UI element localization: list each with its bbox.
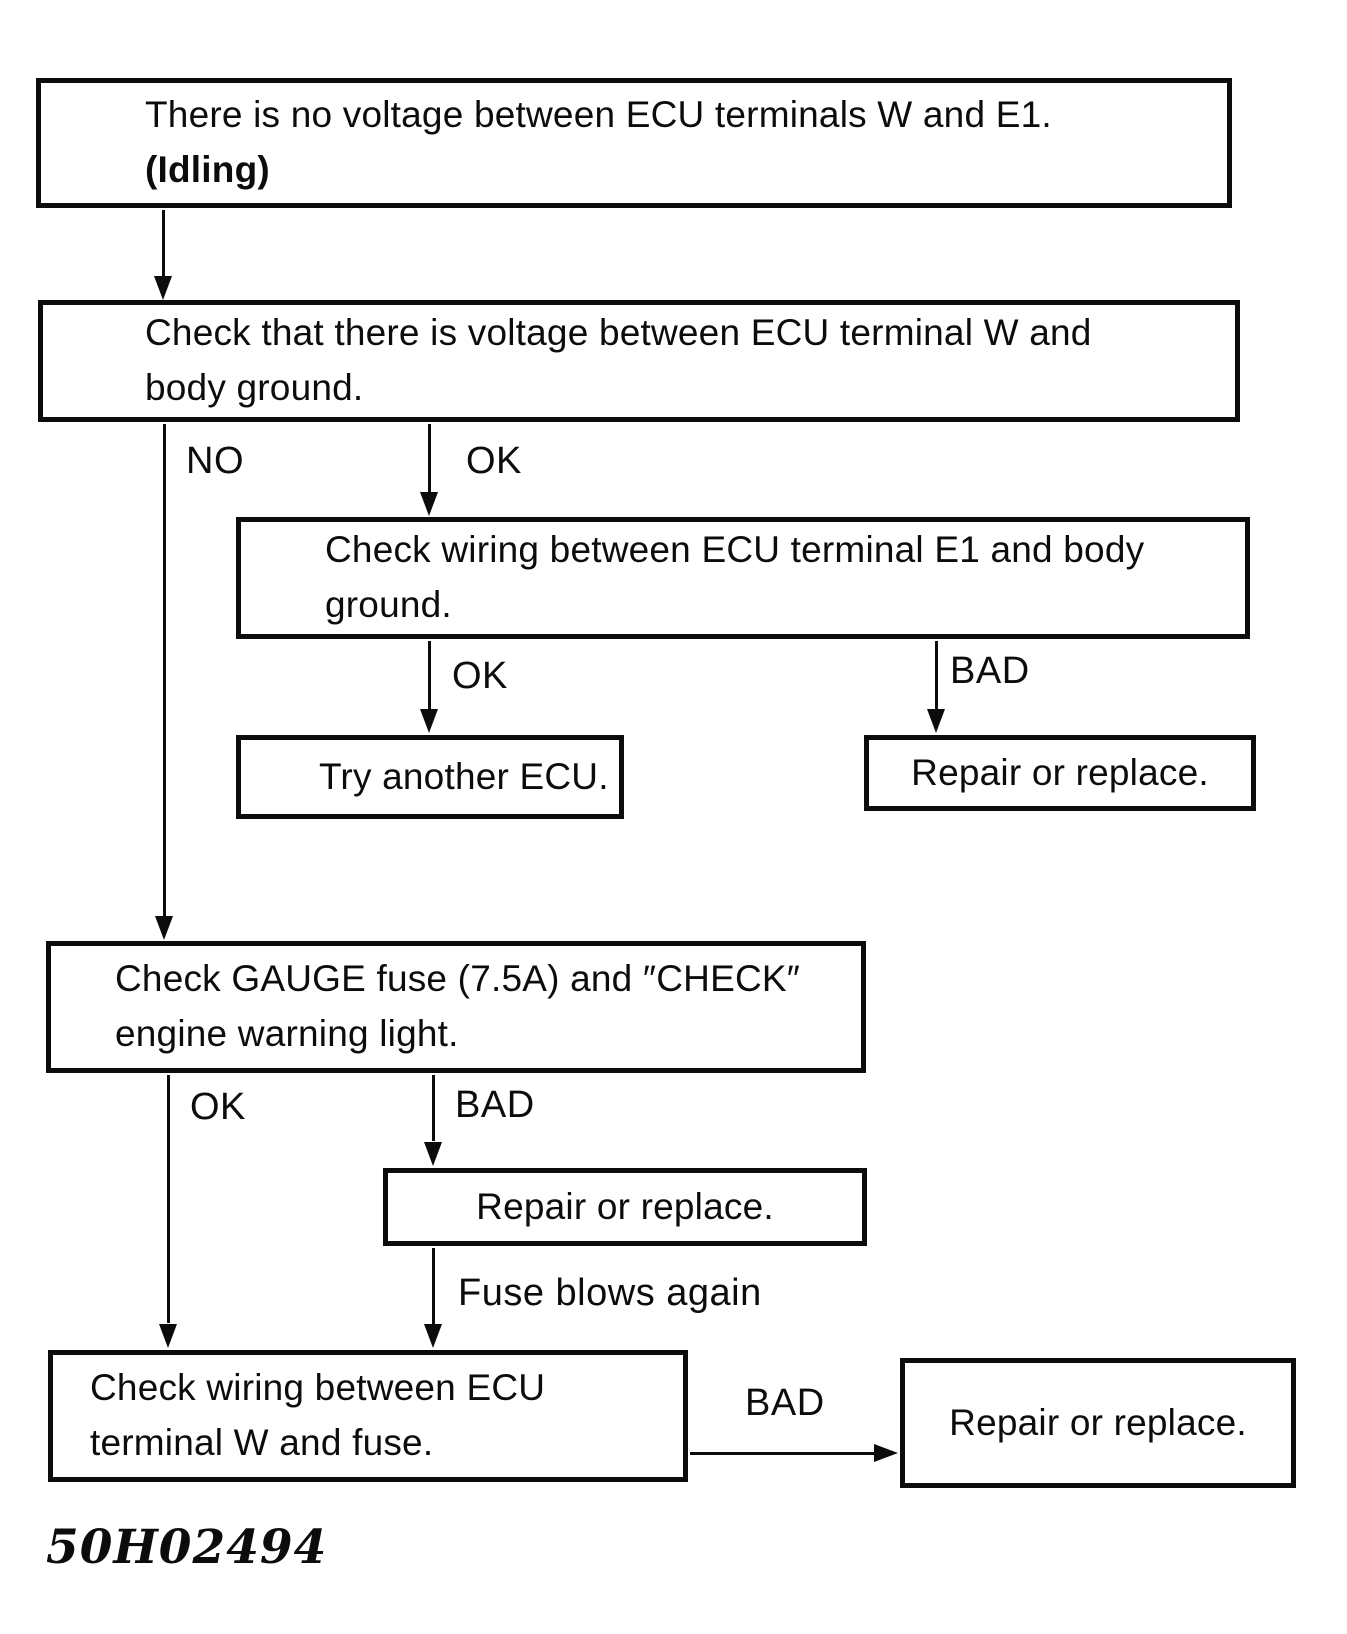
arrow-head-fuse-blows-again: [424, 1324, 442, 1348]
arrow-head-bad-to-repair1: [927, 709, 945, 733]
node-check-wiring-w-fuse: Check wiring between ECU terminal W and …: [48, 1350, 688, 1482]
edge-label-no: NO: [186, 440, 244, 482]
arrow-line-start-to-check-voltage: [162, 210, 165, 278]
arrow-line-ok-to-check-wiring-e1: [428, 424, 431, 494]
node-text-line: There is no voltage between ECU terminal…: [145, 94, 1052, 136]
node-repair-or-replace-1: Repair or replace.: [864, 735, 1256, 811]
edge-label-fuse-blows-again: Fuse blows again: [458, 1272, 762, 1314]
node-repair-or-replace-3: Repair or replace.: [900, 1358, 1296, 1488]
node-text-line: Check wiring between ECU: [90, 1367, 546, 1409]
node-check-gauge-fuse: Check GAUGE fuse (7.5A) and ″CHECK″ engi…: [46, 941, 866, 1073]
node-check-voltage-w-body-ground: Check that there is voltage between ECU …: [38, 300, 1240, 422]
arrow-head-bad-to-repair3: [874, 1444, 898, 1462]
node-no-voltage-w-e1: There is no voltage between ECU terminal…: [36, 78, 1232, 208]
arrow-line-no-branch: [163, 424, 166, 918]
edge-label-bad: BAD: [455, 1084, 535, 1126]
node-text-line: Try another ECU.: [319, 755, 609, 797]
node-text-line: Repair or replace.: [949, 1401, 1247, 1443]
arrow-line-ok-to-check-wiring-w: [167, 1075, 170, 1323]
arrow-line-bad-to-repair1: [935, 641, 938, 709]
edge-label-ok: OK: [190, 1086, 246, 1128]
node-text-line: Repair or replace.: [476, 1185, 774, 1227]
node-text-line: Check GAUGE fuse (7.5A) and ″CHECK″: [115, 958, 801, 1000]
node-try-another-ecu: Try another ECU.: [236, 735, 624, 819]
node-text-line: ground.: [325, 584, 452, 625]
node-text-line: (Idling): [145, 149, 270, 190]
figure-id-caption: 50H02494: [46, 1520, 328, 1575]
node-text-line: body ground.: [145, 367, 364, 408]
node-text-line: Check that there is voltage between ECU …: [145, 312, 1092, 354]
arrow-line-ok-to-try-ecu: [428, 641, 431, 709]
node-text-line: Repair or replace.: [911, 751, 1209, 793]
arrow-line-bad-to-repair2: [432, 1075, 435, 1141]
node-text-line: engine warning light.: [115, 1013, 459, 1054]
arrow-head-start-to-check-voltage: [154, 276, 172, 300]
node-text-line: terminal W and fuse.: [90, 1422, 434, 1463]
arrow-head-ok-to-check-wiring-w: [159, 1324, 177, 1348]
node-check-wiring-e1-body-ground: Check wiring between ECU terminal E1 and…: [236, 517, 1250, 639]
edge-label-ok: OK: [452, 655, 508, 697]
arrow-head-ok-to-try-ecu: [420, 709, 438, 733]
edge-label-bad: BAD: [950, 650, 1030, 692]
arrow-head-bad-to-repair2: [424, 1142, 442, 1166]
arrow-head-ok-to-check-wiring-e1: [420, 492, 438, 516]
arrow-line-fuse-blows-again: [432, 1248, 435, 1324]
arrow-head-no-branch: [155, 916, 173, 940]
arrow-line-bad-to-repair3: [690, 1452, 876, 1455]
edge-label-ok: OK: [466, 440, 522, 482]
edge-label-bad: BAD: [745, 1382, 825, 1424]
node-text-line: Check wiring between ECU terminal E1 and…: [325, 529, 1145, 571]
node-repair-or-replace-2: Repair or replace.: [383, 1168, 867, 1246]
